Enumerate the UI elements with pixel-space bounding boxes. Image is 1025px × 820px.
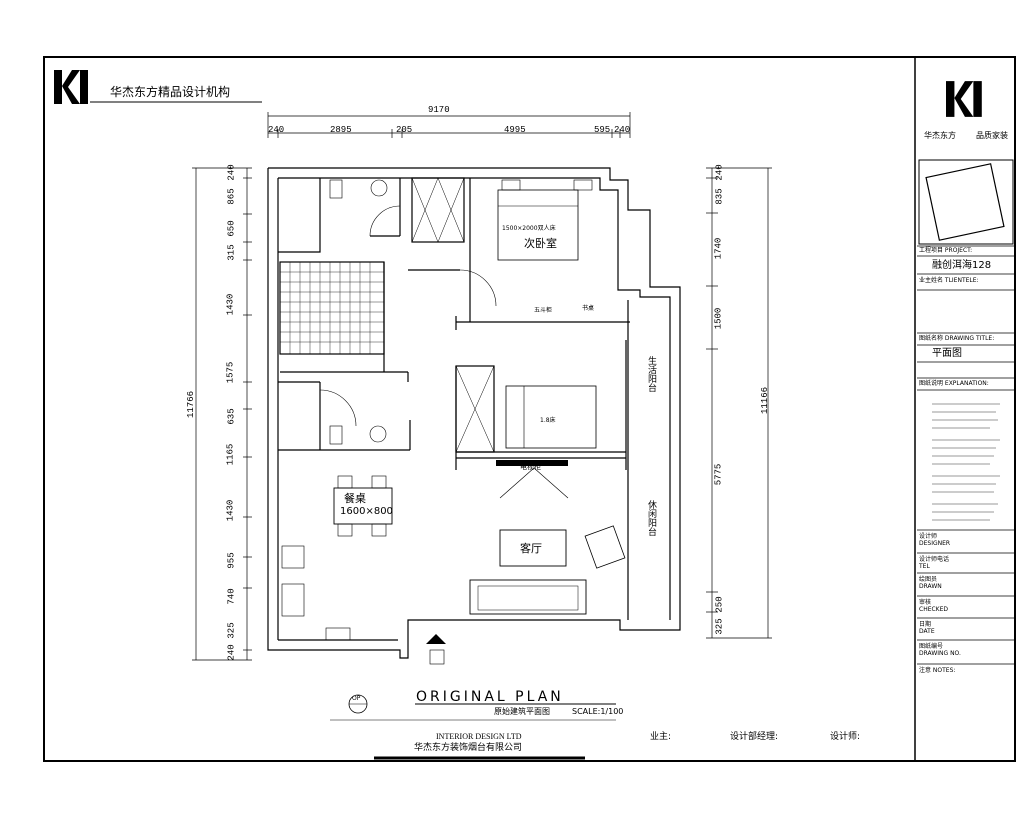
dim-right-total: 11166 (760, 386, 771, 415)
plan-subtitle: 原始建筑平面图 (494, 707, 550, 716)
brand-name: 华杰东方精品设计机构 (110, 85, 231, 99)
dining-table-label: 餐桌 (344, 492, 366, 505)
dim-left-seg: 240 (226, 644, 237, 661)
dim-left-seg: 865 (226, 188, 237, 205)
tb-notes-label: 图纸说明 EXPLANATION: (919, 380, 989, 387)
dim-right-seg: 835 (714, 188, 725, 205)
dim-left-seg: 1165 (225, 443, 236, 466)
dim-left-seg: 1430 (225, 499, 236, 522)
desk-label: 书桌 (582, 305, 595, 312)
tb-drawn-label: 绘图员 DRAWN (919, 576, 942, 591)
room-living: 客厅 (520, 542, 542, 555)
dim-right-seg: 1500 (713, 307, 724, 330)
tb-tel-label: 设计师电话 TEL (919, 556, 950, 571)
dim-top-total: 9170 (428, 105, 450, 115)
tb-brand-left: 华杰东方 (924, 131, 956, 140)
dim-left-seg: 650 (226, 220, 237, 237)
bed-master-label: 1.8床 (540, 417, 556, 424)
title-block-logo-icon (946, 81, 982, 117)
plan-id: OP (352, 695, 361, 702)
tb-drawing-label: 图纸名称 DRAWING TITLE: (919, 335, 995, 342)
dim-right-seg: 250 (714, 596, 725, 613)
dining-size-label: 1600×800 (340, 506, 393, 517)
tb-client-label: 业主姓名 TLIENTELE: (919, 277, 979, 284)
dim-top-seg: 4995 (504, 125, 526, 135)
dim-top-seg: 595 (594, 125, 611, 135)
dim-top-seg: 2895 (330, 125, 352, 135)
dim-right-seg: 325 (714, 618, 725, 635)
tv-label: 电视柜 (520, 463, 541, 471)
dim-left-seg: 955 (226, 552, 237, 569)
company-cn: 华杰东方装饰烟台有限公司 (414, 743, 523, 753)
dim-left-seg: 315 (226, 244, 237, 261)
dim-top-seg: 205 (396, 125, 413, 135)
bed-secondary-label: 1500×2000双人床 (502, 225, 556, 232)
leisure-balcony-label: 休闲阳台 (646, 500, 656, 536)
dim-left-total: 11766 (186, 390, 197, 419)
dim-left-seg: 240 (226, 164, 237, 181)
tb-drawing-value: 平面图 (932, 348, 962, 359)
tb-project-value: 融创洱海128 (932, 260, 992, 271)
plan-title: ORIGINAL PLAN (416, 689, 564, 705)
dim-right-seg: 1740 (713, 237, 724, 260)
owner-signature-label: 业主: (650, 732, 672, 742)
dim-right-seg: 240 (714, 164, 725, 181)
dim-left-seg: 635 (226, 408, 237, 425)
company-en: INTERIOR DESIGN LTD (436, 732, 522, 741)
room-secondary-bedroom: 次卧室 (524, 237, 557, 250)
wardrobe-label: 五斗柜 (534, 307, 553, 314)
tb-checked-label: 审核 CHECKED (919, 599, 949, 614)
tb-brand-right: 品质家装 (976, 131, 1008, 140)
dim-right-seg: 5775 (713, 463, 724, 486)
dim-left-seg: 1575 (225, 361, 236, 384)
designer-signature-label: 设计师: (830, 732, 861, 742)
tb-remarks-label: 注意 NOTES: (919, 667, 956, 674)
tb-date-label: 日期 DATE (919, 621, 935, 636)
dim-left-seg: 325 (226, 622, 237, 639)
dim-left-seg: 740 (226, 588, 237, 605)
dept-manager-signature-label: 设计部经理: (730, 732, 779, 742)
dim-top-seg: 240 (614, 125, 631, 135)
plan-scale: SCALE:1/100 (572, 707, 624, 716)
life-balcony-label: 生活阳台 (646, 356, 656, 392)
dim-top-seg: 240 (268, 125, 285, 135)
tb-drawing-no-label: 图纸编号 DRAWING NO. (919, 643, 961, 658)
brand-logo-icon (54, 70, 88, 104)
tb-designer-label: 设计师 DESIGNER (919, 533, 951, 548)
tb-project-label: 工程项目 PROJECT: (919, 247, 973, 254)
dim-left-seg: 1430 (225, 293, 236, 316)
